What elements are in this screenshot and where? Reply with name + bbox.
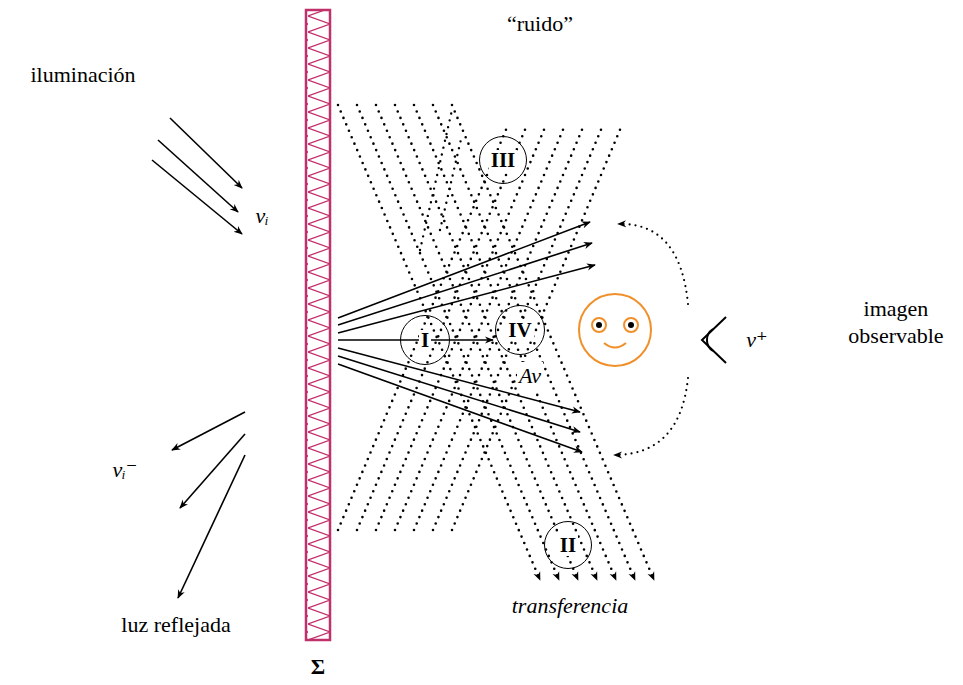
transfer-label: transferencia bbox=[510, 592, 631, 620]
transfer-ray bbox=[338, 105, 540, 580]
noise-ray bbox=[376, 125, 546, 530]
view-arrow bbox=[614, 378, 688, 455]
numbered-circle: IV bbox=[495, 305, 545, 355]
transfer-ray bbox=[452, 105, 654, 580]
signal-name: Av bbox=[517, 362, 543, 390]
noise-label: “ruido” bbox=[505, 10, 575, 38]
image-ray bbox=[338, 222, 590, 318]
illumination-label: iluminación bbox=[28, 61, 137, 89]
noise-ray bbox=[420, 110, 452, 250]
signal-name: vᵢ bbox=[253, 202, 270, 230]
image-ray bbox=[338, 243, 592, 325]
eye-pupil bbox=[628, 322, 634, 328]
signal-name: v⁺ bbox=[744, 326, 769, 354]
solid-rays bbox=[338, 222, 595, 452]
numbered-circle: II bbox=[544, 521, 592, 569]
noise-ray bbox=[395, 125, 565, 530]
callout-number: II bbox=[558, 535, 578, 556]
view-arrow bbox=[618, 224, 688, 304]
numbered-circle: III bbox=[479, 136, 527, 184]
callout-number: III bbox=[489, 150, 518, 171]
numbered-circle: I bbox=[400, 315, 450, 365]
surface-name: Σ bbox=[309, 653, 327, 681]
reflected-label: luz reflejada bbox=[119, 611, 232, 639]
eye-symbol bbox=[702, 317, 726, 363]
screen-plate bbox=[306, 10, 330, 640]
transfer-ray bbox=[376, 105, 578, 580]
transfer-ray bbox=[433, 105, 635, 580]
callout-number: I bbox=[419, 330, 431, 351]
illumination-arrows bbox=[152, 118, 242, 234]
eye-pupil bbox=[596, 322, 602, 328]
noise-ray bbox=[433, 125, 603, 530]
image-ray bbox=[338, 265, 595, 333]
image-ray bbox=[338, 339, 493, 341]
transfer-ray bbox=[395, 105, 597, 580]
dotted-rays bbox=[338, 105, 654, 580]
smiley-face bbox=[579, 294, 651, 366]
noise-ray bbox=[338, 125, 508, 530]
image-label: imagen observable bbox=[832, 295, 960, 350]
noise-ray bbox=[452, 125, 622, 530]
callout-number: IV bbox=[506, 320, 533, 341]
noise-ray bbox=[414, 125, 584, 530]
transfer-ray bbox=[414, 105, 616, 580]
image-ray bbox=[338, 356, 580, 432]
reflected-arrows bbox=[172, 412, 245, 598]
noise-ray bbox=[440, 135, 462, 230]
noise-ray bbox=[357, 125, 527, 530]
transfer-ray bbox=[357, 105, 559, 580]
image-ray bbox=[338, 348, 580, 412]
image-ray bbox=[338, 364, 582, 452]
signal-name: vᵢ⁻ bbox=[111, 456, 140, 484]
